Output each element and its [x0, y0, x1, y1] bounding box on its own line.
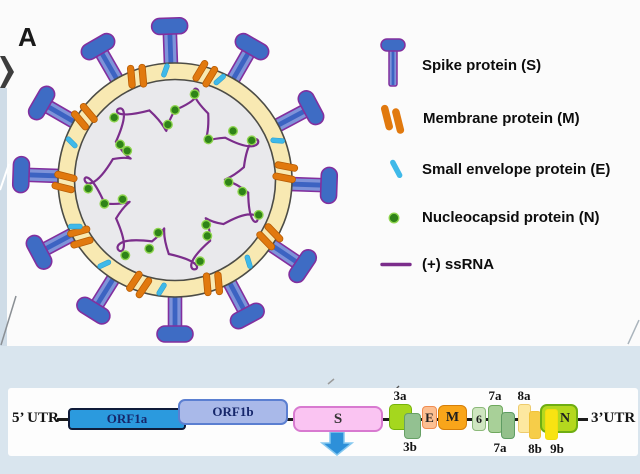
utr3-label: 3’UTR [591, 410, 636, 426]
genome-segment-9b [545, 409, 558, 440]
legend-label-spike: Spike protein (S) [422, 57, 542, 74]
genome-segment-label-3a: 3a [393, 388, 407, 403]
nucleocapsid-protein [203, 134, 214, 145]
diagonal-line [627, 319, 640, 345]
small-envelope-protein [270, 137, 285, 144]
legend-label-envelope: Small envelope protein (E) [422, 161, 611, 178]
virus-diagram [11, 16, 339, 343]
genome-segment-6: 6 [472, 407, 486, 431]
small-envelope-protein [213, 73, 226, 86]
nucleocapsid-protein [120, 250, 131, 261]
genome-segment-orf1a: ORF1a [68, 408, 186, 430]
membrane-icon [380, 104, 405, 134]
nucleocapsid-protein [195, 256, 206, 267]
genome-segment-label-7a: 7a [488, 388, 502, 403]
nucleocapsid-protein [223, 177, 234, 188]
genome-segment-label-3b: 3b [403, 439, 417, 454]
genome-segment-e: E [422, 406, 437, 429]
spike-icon [380, 38, 406, 87]
membrane-protein [202, 271, 224, 297]
nucleocapsid-protein [83, 183, 94, 194]
envelope-icon [390, 159, 403, 179]
membrane-protein [71, 103, 98, 131]
nucleocapsid-protein [115, 139, 126, 150]
nucleocapsid-protein [117, 194, 128, 205]
small-envelope-protein [156, 282, 167, 296]
nucleocapsid-protein [162, 119, 173, 130]
membrane-protein [126, 63, 148, 89]
nucleocapsid-protein [153, 227, 164, 238]
genome-segment-label-7a: 7a [493, 440, 507, 455]
membrane-protein [192, 60, 219, 88]
membrane-protein [272, 161, 299, 184]
nucleocapsid-icon [388, 212, 400, 224]
down-arrow-icon [319, 431, 355, 456]
nucleocapsid-protein [227, 125, 238, 136]
nucleocapsid-protein [189, 89, 200, 100]
utr5-label: 5’ UTR [12, 410, 59, 426]
nucleocapsid-protein [253, 209, 264, 220]
genome-segment-label-8a: 8a [517, 388, 531, 403]
spike-protein [156, 287, 194, 343]
nucleocapsid-protein [237, 186, 248, 197]
left-edge-strip [0, 88, 7, 346]
membrane-protein [256, 223, 284, 251]
small-envelope-protein [65, 136, 78, 149]
genome-segment-label-8b: 8b [528, 441, 542, 456]
small-envelope-protein [97, 259, 112, 269]
legend-label-ssrna: (+) ssRNA [422, 256, 495, 273]
ssrna-icon [380, 262, 412, 267]
nucleocapsid-protein [202, 230, 213, 241]
nucleocapsid-protein [99, 198, 110, 209]
small-envelope-protein [68, 223, 83, 230]
nucleocapsid-protein [169, 104, 180, 115]
ssrna-strand [83, 87, 260, 271]
genome-segment-label-9b: 9b [550, 441, 564, 456]
genome-segment-7a [501, 412, 515, 439]
nucleocapsid-protein [201, 219, 212, 230]
genome-segment-orf1b: ORF1b [178, 399, 288, 425]
genome-segment-3b [404, 413, 421, 439]
nucleocapsid-protein [109, 112, 120, 123]
membrane-protein [51, 170, 78, 194]
nucleocapsid-protein [246, 135, 257, 146]
nucleocapsid-protein [144, 243, 155, 254]
genome-segment-s: S [293, 406, 383, 432]
panel-label: A [18, 22, 37, 52]
legend-label-membrane: Membrane protein (M) [423, 110, 580, 127]
membrane-protein [126, 270, 153, 299]
nucleocapsid-protein [122, 145, 133, 156]
small-envelope-protein [244, 254, 253, 269]
genome-segment-m: M [438, 405, 467, 430]
legend-label-nucleocapsid: Nucleocapsid protein (N) [422, 209, 600, 226]
small-envelope-protein [161, 63, 170, 78]
